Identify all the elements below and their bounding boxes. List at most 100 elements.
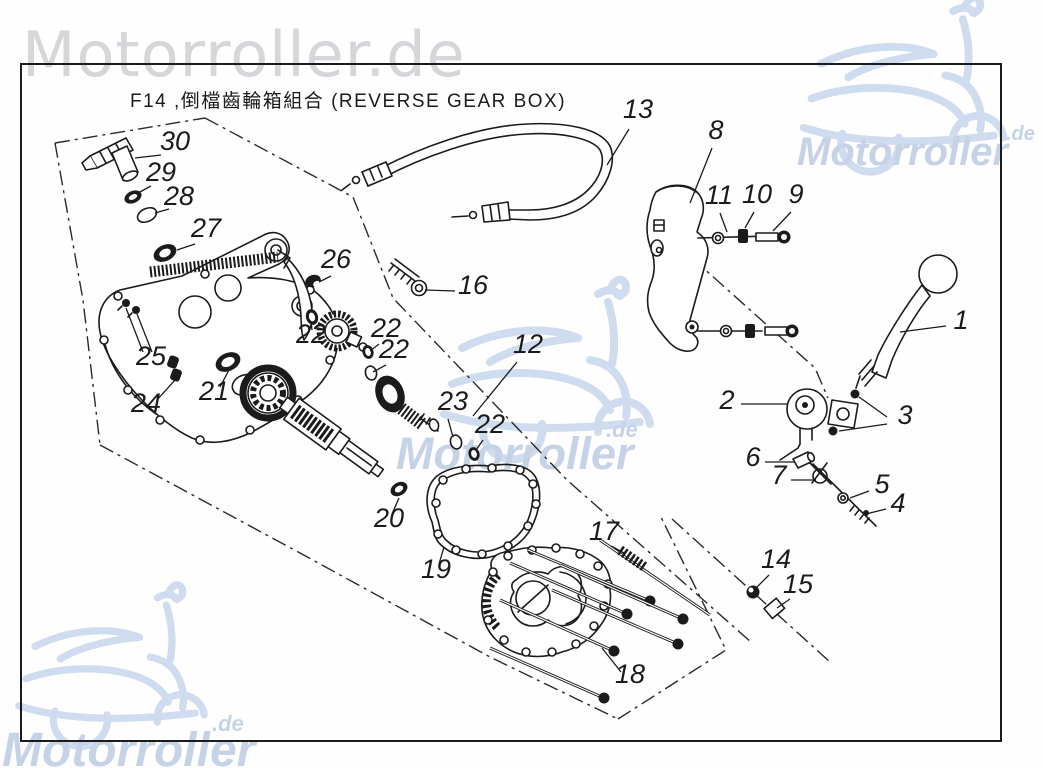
callout-leader-23	[447, 418, 454, 438]
watermark-de-bottom-left: .de	[212, 711, 244, 736]
callout-leader-3	[838, 423, 888, 432]
page-title: F14 ,倒檔齒輪箱組合 (REVERSE GEAR BOX)	[130, 90, 566, 112]
part-10-nuts	[738, 229, 755, 338]
part-27-oil-seal	[153, 244, 177, 262]
callout-leader-22	[475, 439, 484, 451]
callout-leader-16	[424, 289, 456, 292]
part-17-spring-stud	[599, 538, 711, 617]
callout-leader-9	[772, 211, 792, 232]
callout-25: 25	[135, 341, 167, 371]
callout-10: 10	[742, 179, 772, 209]
callout-28: 28	[163, 181, 194, 211]
callout-leader-21	[219, 369, 230, 388]
callout-30: 30	[160, 126, 190, 156]
part-18-bolts	[489, 548, 689, 704]
callout-leader-11	[719, 212, 728, 233]
part-11-washers	[711, 231, 733, 338]
callout-leader-19	[438, 546, 445, 565]
part-4-threaded-end	[849, 505, 870, 524]
part-21-oil-seal	[215, 352, 241, 372]
callout-17: 17	[589, 516, 620, 546]
callout-4: 4	[890, 488, 905, 518]
callout-13: 13	[623, 94, 653, 124]
callout-20: 20	[373, 503, 404, 533]
part-1-gear-lever	[855, 254, 958, 389]
callout-9: 9	[788, 179, 803, 209]
part-24-dowel-pins	[167, 355, 182, 382]
part-30-breather-fitting	[81, 137, 139, 182]
watermark-word-bottom-left: Motorroller	[2, 724, 258, 768]
part-9-bolts	[755, 230, 799, 338]
callout-leader-27	[176, 243, 196, 251]
callout-leader-10	[744, 211, 755, 229]
part-23-washer	[449, 434, 463, 450]
part-28-o-ring	[136, 206, 158, 224]
callout-leader-3	[858, 396, 888, 418]
callout-22: 22	[370, 313, 401, 343]
callout-5: 5	[874, 469, 890, 499]
callout-16: 16	[458, 270, 489, 300]
drawing-frame	[20, 63, 1002, 742]
callout-3: 3	[897, 400, 912, 430]
callout-24: 24	[130, 388, 161, 418]
callout-leader-26	[318, 275, 332, 283]
part-13-cable	[341, 122, 614, 223]
callout-8: 8	[708, 115, 723, 145]
callout-leader-18	[601, 647, 622, 673]
part-26-nut	[305, 274, 321, 288]
callout-7: 7	[771, 460, 787, 490]
part-input-shaft	[375, 375, 440, 432]
callout-leader-1	[899, 325, 947, 333]
scooter-logo-bottom-left	[19, 585, 204, 747]
callout-21: 21	[198, 376, 229, 406]
callout-leader-22	[372, 364, 387, 373]
callout-2: 2	[718, 385, 734, 415]
callout-leader-20	[391, 497, 400, 515]
part-19-gasket	[426, 463, 541, 560]
part-29-cap	[124, 190, 142, 204]
callout-leader-28	[154, 208, 170, 214]
callout-22: 22	[295, 319, 326, 349]
callout-1: 1	[953, 305, 968, 335]
callout-leader-8	[689, 147, 713, 204]
callout-leader-14	[754, 574, 770, 590]
callout-leader-22	[369, 343, 380, 352]
callout-6: 6	[745, 442, 761, 472]
callout-23: 23	[437, 386, 468, 416]
part-16-bolt	[388, 258, 428, 297]
callout-22: 22	[474, 409, 505, 439]
callout-leader-4	[865, 508, 887, 515]
callout-22: 22	[378, 334, 409, 364]
part-15-block	[763, 597, 786, 620]
callout-12: 12	[513, 329, 543, 359]
callout-15: 15	[783, 569, 814, 599]
callout-leader-25	[136, 313, 153, 353]
part-return-spring	[149, 251, 279, 278]
part-22-washers	[305, 309, 480, 461]
part-2-shift-arm	[779, 388, 859, 461]
part-22-idler-gear	[316, 310, 368, 352]
callout-leader-15	[776, 598, 791, 609]
watermark-word-top-right: Motorroller	[797, 130, 1011, 174]
part-shift-fork-arm	[283, 257, 313, 341]
callout-leader-22	[310, 321, 313, 331]
callout-leader-29	[135, 185, 152, 195]
callout-29: 29	[145, 157, 176, 187]
callout-leader-5	[849, 490, 870, 499]
callout-26: 26	[320, 244, 352, 274]
part-7-cotter-pin	[809, 462, 832, 485]
part-20-seal	[390, 481, 408, 497]
callout-27: 27	[190, 213, 222, 243]
part-6-sleeve	[792, 451, 816, 469]
callout-leader-25	[125, 307, 144, 353]
callout-leader-24	[156, 379, 176, 401]
callout-leader-13	[606, 128, 630, 166]
callout-11: 11	[705, 180, 733, 210]
callout-14: 14	[761, 544, 791, 574]
callout-leader-17	[610, 545, 625, 554]
part-14-nut	[746, 585, 760, 599]
callout-leader-30	[134, 154, 162, 159]
